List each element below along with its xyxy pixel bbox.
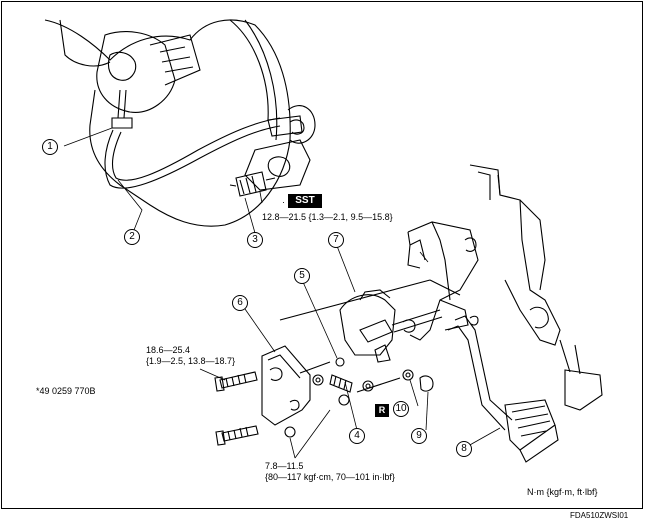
push-rod-assembly-drawing — [279, 279, 479, 363]
torque-spec-booster: 12.8—21.5 {1.3—2.1, 9.5—15.8} — [262, 212, 393, 222]
brake-booster-drawing — [44, 19, 316, 227]
torque-spec-nut-line1: 7.8—11.5 — [265, 461, 304, 471]
check-valve-drawing — [229, 171, 276, 197]
figure-border — [1, 1, 643, 509]
sst-bullet: · — [282, 197, 285, 207]
callout-3: 3 — [247, 232, 263, 248]
callout-1: 1 — [42, 139, 58, 155]
brake-pedal-arm-drawing — [447, 315, 559, 463]
small-hardware-drawings — [284, 357, 434, 438]
torque-spec-nut-line2: {80—117 kgf·cm, 70—101 in·lbf} — [265, 472, 395, 482]
callout-4: 4 — [349, 428, 365, 444]
torque-spec-bracket-line2: {1.9—2.5, 13.8—18.7} — [146, 356, 236, 366]
callout-10: 10 — [393, 401, 409, 417]
callout-5: 5 — [294, 268, 310, 284]
special-tool-number: *49 0259 770B — [36, 386, 96, 396]
callout-2: 2 — [124, 229, 140, 245]
bracket-plate-drawing — [261, 345, 311, 426]
torque-spec-bracket-line1: 18.6—25.4 — [146, 345, 191, 355]
bolt-drawings — [214, 371, 259, 446]
vacuum-hose-drawing — [104, 115, 305, 189]
pedal-bracket-drawing — [407, 164, 603, 411]
torque-units-note: N·m {kgf·m, ft·lbf} — [527, 487, 598, 497]
sst-badge: SST — [288, 194, 322, 208]
callout-8: 8 — [456, 441, 472, 457]
callout-7: 7 — [328, 232, 344, 248]
figure-code: FDA510ZWSI01 — [570, 511, 629, 520]
callout-6: 6 — [232, 295, 248, 311]
callout-9: 9 — [411, 428, 427, 444]
replace-badge: R — [375, 404, 389, 417]
leader-lines — [63, 127, 501, 459]
